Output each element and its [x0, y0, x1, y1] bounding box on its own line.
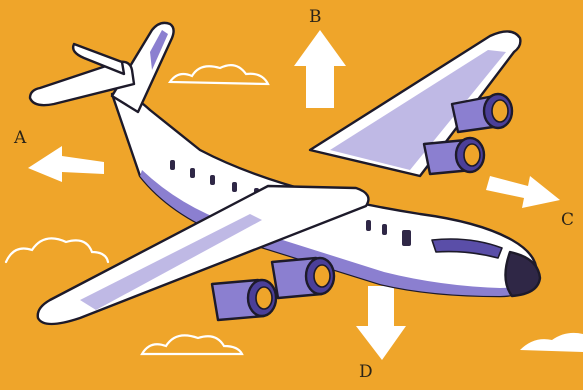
label-d: D: [359, 364, 373, 381]
engine-lower: [424, 138, 484, 174]
engine-near-2: [212, 280, 276, 320]
label-b: B: [309, 9, 322, 26]
label-a: A: [14, 130, 26, 147]
engine-near-1: [272, 258, 334, 298]
label-c: C: [561, 212, 574, 229]
